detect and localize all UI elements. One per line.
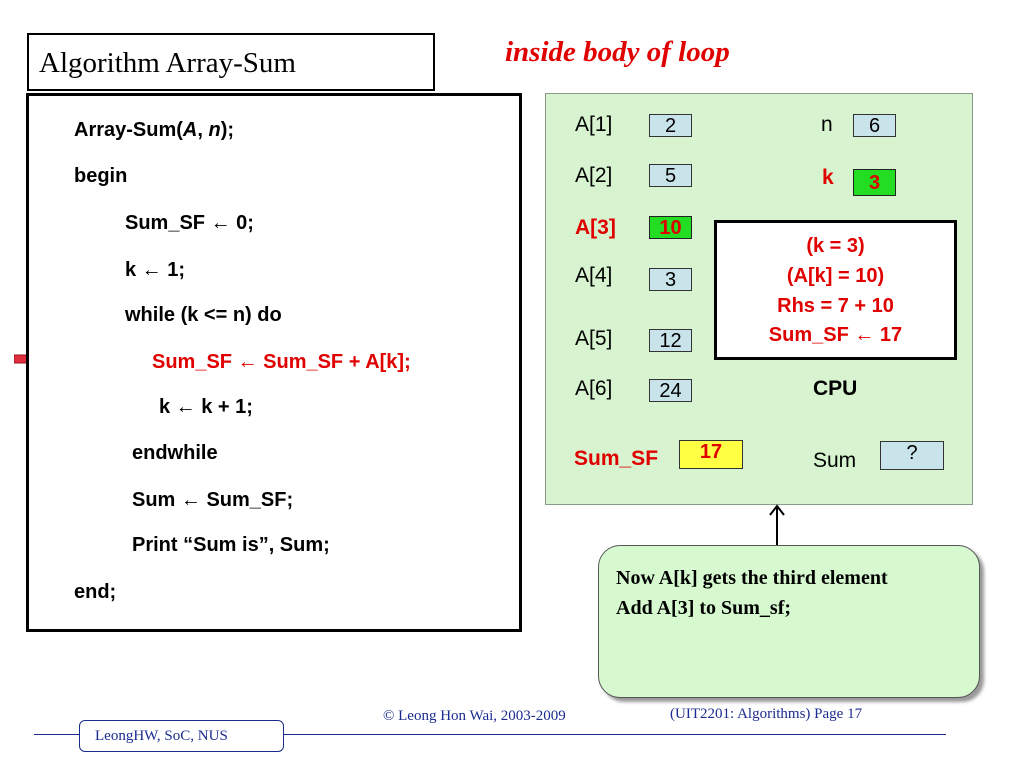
cpu-label: CPU: [813, 377, 858, 400]
array-cell-2: 5: [649, 164, 692, 187]
callout-line-1: Now A[k] gets the third element: [616, 567, 888, 589]
callout-line-2: Add A[3] to Sum_sf;: [616, 597, 792, 619]
array-label-2: A[2]: [575, 164, 613, 187]
array-cell-1: 2: [649, 114, 692, 137]
code-line-print: Print “Sum is”, Sum;: [132, 534, 330, 556]
n-label: n: [821, 113, 833, 136]
note-line-2: (A[k] = 10): [786, 265, 885, 287]
sum-label: Sum: [813, 449, 857, 472]
sum-cell: ?: [880, 441, 944, 470]
k-cell: 3: [853, 169, 896, 196]
code-line-assign: Sum ← Sum_SF;: [132, 489, 294, 511]
n-cell: 6: [853, 114, 896, 137]
k-label: k: [822, 166, 834, 189]
slide-subtitle: inside body of loop: [505, 36, 730, 68]
array-cell-6: 24: [649, 379, 692, 402]
code-line-body-sum: Sum_SF ← Sum_SF + A[k];: [152, 351, 411, 373]
footer-author-box: LeongHW, SoC, NUS: [79, 720, 284, 752]
code-line-signature: Array-Sum(A, n);: [74, 119, 235, 141]
code-line-end: end;: [74, 581, 117, 603]
code-line-endwhile: endwhile: [132, 442, 218, 464]
footer-rule: [34, 734, 946, 735]
footer-copyright: © Leong Hon Wai, 2003-2009: [383, 708, 566, 724]
array-label-4: A[4]: [575, 264, 613, 287]
footer-page: (UIT2201: Algorithms) Page 17: [670, 706, 863, 722]
explanation-callout: Now A[k] gets the third element Add A[3]…: [598, 545, 980, 698]
array-label-1: A[1]: [575, 113, 613, 136]
code-line-body-k: k ← k + 1;: [159, 396, 253, 418]
sumsf-cell: 17: [679, 440, 743, 469]
array-cell-5: 12: [649, 329, 692, 352]
pseudocode-box: Array-Sum(A, n); begin Sum_SF ← 0; k ← 1…: [26, 93, 522, 632]
computation-note: (k = 3) (A[k] = 10) Rhs = 7 + 10 Sum_SF …: [714, 220, 957, 360]
code-line-while: while (k <= n) do: [125, 304, 282, 326]
array-label-6: A[6]: [575, 377, 613, 400]
slide-title-box: Algorithm Array-Sum: [27, 33, 435, 91]
footer-author: LeongHW, SoC, NUS: [95, 728, 228, 744]
sumsf-label: Sum_SF: [574, 447, 659, 470]
array-cell-3: 10: [649, 216, 692, 239]
note-line-3: Rhs = 7 + 10: [777, 295, 894, 317]
note-line-4: Sum_SF ← 17: [768, 324, 903, 346]
array-cell-4: 3: [649, 268, 692, 291]
up-arrow-icon: [769, 504, 785, 547]
array-label-3: A[3]: [575, 216, 616, 239]
note-line-1: (k = 3): [806, 235, 865, 257]
code-line-begin: begin: [74, 165, 128, 187]
array-label-5: A[5]: [575, 327, 613, 350]
slide-title: Algorithm Array-Sum: [39, 47, 296, 79]
code-line-init-sum: Sum_SF ← 0;: [125, 212, 254, 234]
code-line-init-k: k ← 1;: [125, 259, 186, 281]
